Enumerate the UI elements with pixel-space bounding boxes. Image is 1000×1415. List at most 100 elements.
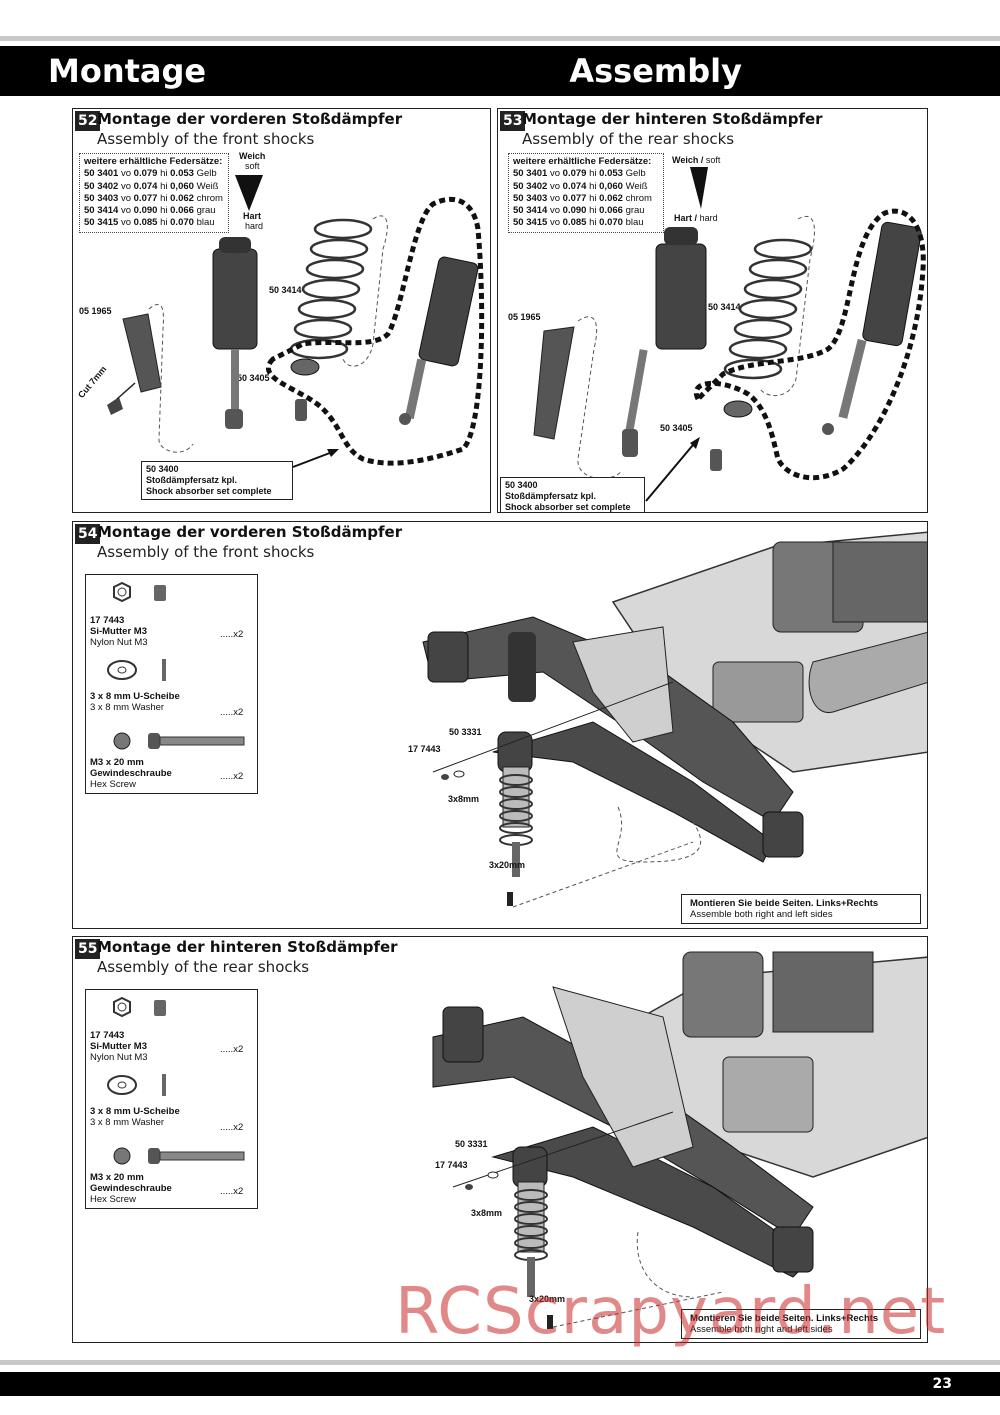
hardness-arrow-icon — [690, 167, 708, 209]
shock-tool-icon — [107, 313, 162, 415]
hardness-arrow-icon — [235, 175, 263, 211]
step-53-panel: 53 Montage der hinteren Stoßdämpfer Asse… — [497, 108, 928, 513]
part-qty: .....x2 — [220, 771, 244, 782]
tool-part-label: 05 1965 — [79, 306, 112, 316]
spring-row: 50 3403 vo 0.077 hi 0.062 chrom — [513, 192, 652, 204]
spring-row: 50 3403 vo 0.077 hi 0.062 chrom — [84, 192, 223, 204]
step-number: 55 — [75, 939, 101, 959]
chassis-rear-drawing — [432, 951, 927, 1329]
assembled-shock-icon — [399, 256, 479, 425]
spring-sets-list: weitere erhältliche Federsätze: 50 3401 … — [79, 153, 229, 233]
hard-label-en: hard — [245, 221, 264, 231]
battery-box-icon — [722, 1056, 814, 1133]
part-qty: .....x2 — [220, 707, 244, 718]
header-title-de: Montage — [48, 52, 207, 90]
step-54-panel: 54 Montage der vorderen Stoßdämpfer Asse… — [72, 521, 928, 929]
shock-tower-icon — [552, 986, 694, 1168]
screw-head-icon — [113, 1147, 131, 1165]
step-title-en: Assembly of the rear shocks — [522, 130, 735, 148]
assembly-note: Montieren Sie beide Seiten. Links+Rechts… — [681, 894, 921, 924]
spring-icon — [289, 218, 373, 360]
part-qty: .....x2 — [220, 1186, 244, 1197]
part-label-a: 50 3331 — [455, 1139, 488, 1149]
step-number: 53 — [500, 111, 526, 131]
shock-exploded-drawing — [107, 175, 485, 468]
watermark: RCScrapyard.net — [395, 1275, 947, 1349]
assembly-note: Montieren Sie beide Seiten. Links+Rechts… — [681, 1309, 921, 1339]
washer-icon — [487, 1171, 499, 1179]
screw-icon — [159, 736, 245, 746]
parts-list: 17 7443 Si-Mutter M3 Nylon Nut M3 .....x… — [85, 574, 258, 794]
screw-icon — [547, 1315, 553, 1329]
hard-label-de: Hart — [243, 211, 262, 221]
step-title-en: Assembly of the front shocks — [97, 543, 315, 561]
washer-icon — [107, 660, 137, 680]
spring-part-label: 50 3414 — [708, 302, 741, 312]
hub-carrier-icon — [442, 1006, 814, 1273]
step-number: 52 — [75, 111, 101, 131]
part-washer: 3 x 8 mm U-Scheibe 3 x 8 mm Washer — [90, 1106, 180, 1128]
step-title-de: Montage der hinteren Stoßdämpfer — [522, 110, 823, 128]
assembled-outline — [265, 196, 485, 466]
screw-label: 3x20mm — [489, 860, 526, 870]
rod-end-icon — [710, 449, 722, 471]
screw-label: 3x20mm — [529, 1294, 566, 1304]
part-nut: 17 7443 Si-Mutter M3 Nylon Nut M3 — [90, 1030, 148, 1063]
step-55-panel: 55 Montage der hinteren Stoßdämpfer Asse… — [72, 936, 928, 1343]
step-title-en: Assembly of the front shocks — [97, 130, 315, 148]
spring-row: 50 3414 vo 0.090 hi 0.066 grau — [513, 205, 645, 217]
soft-label: Weich / soft — [672, 155, 721, 165]
hard-label: Hart / hard — [674, 213, 718, 223]
shock-absorber-icon — [497, 731, 533, 877]
assembled-shock-icon — [822, 221, 922, 435]
collar-icon — [723, 400, 753, 418]
chassis-front-drawing — [422, 531, 927, 908]
part-qty: .....x2 — [220, 1122, 244, 1133]
header-stripe — [0, 36, 1000, 41]
shock-set-box: 50 3400 Stoßdämpfersatz kpl. Shock absor… — [141, 461, 293, 500]
screw-icon — [507, 892, 513, 906]
mounted-shock-icon — [508, 632, 536, 702]
part-screw: M3 x 20 mm Gewindeschraube Hex Screw — [90, 757, 172, 790]
header-bar: Montage Assembly — [0, 46, 1000, 96]
spring-row: 50 3401 vo 0.079 hi 0.053 Gelb — [513, 168, 646, 180]
nut-icon — [113, 996, 131, 1018]
part-washer: 3 x 8 mm U-Scheibe 3 x 8 mm Washer — [90, 691, 180, 713]
nut-icon — [465, 1184, 473, 1190]
collar-part-label: 50 3405 — [237, 373, 270, 383]
spring-icon — [723, 238, 813, 380]
footer-stripe — [0, 1360, 1000, 1365]
shock-body-icon — [212, 237, 258, 429]
fuel-tank-icon — [712, 661, 804, 723]
collar-icon — [290, 358, 320, 376]
step-title-de: Montage der vorderen Stoßdämpfer — [97, 523, 403, 541]
spring-row: 50 3401 vo 0.079 hi 0.053 Gelb — [84, 168, 217, 180]
shock-body-icon — [622, 227, 707, 457]
washer-label: 3x8mm — [471, 1208, 503, 1218]
shock-absorber-icon — [512, 1146, 548, 1297]
washer-icon — [107, 1075, 137, 1095]
screw-head-icon — [113, 732, 131, 750]
parts-list: 17 7443 Si-Mutter M3 Nylon Nut M3 .....x… — [85, 989, 258, 1209]
part-qty: .....x2 — [220, 1044, 244, 1055]
part-qty: .....x2 — [220, 629, 244, 640]
shock-exploded-drawing — [533, 167, 926, 502]
step-number: 54 — [75, 524, 101, 544]
rod-end-icon — [295, 399, 307, 421]
spring-row: 50 3415 vo 0.085 hi 0.070 blau — [84, 217, 215, 229]
spring-sets-list: weitere erhältliche Federsätze: 50 3401 … — [508, 153, 664, 233]
engine-icon — [772, 541, 927, 633]
washer-icon — [453, 770, 465, 778]
step-52-panel: 52 Montage der vorderen Stoßdämpfer Asse… — [72, 108, 491, 513]
shock-set-box: 50 3400 Stoßdämpfersatz kpl. Shock absor… — [500, 477, 645, 512]
step-title-en: Assembly of the rear shocks — [97, 958, 310, 976]
header-title-en: Assembly — [569, 52, 742, 90]
engine-icon — [682, 951, 874, 1038]
part-label-a: 50 3331 — [449, 727, 482, 737]
spring-part-label: 50 3414 — [269, 285, 302, 295]
soft-label-en: soft — [245, 161, 260, 171]
part-label-b: 17 7443 — [435, 1160, 468, 1170]
nut-side-icon — [154, 585, 166, 601]
washer-side-icon — [162, 659, 166, 681]
shock-tool-icon — [533, 326, 575, 440]
